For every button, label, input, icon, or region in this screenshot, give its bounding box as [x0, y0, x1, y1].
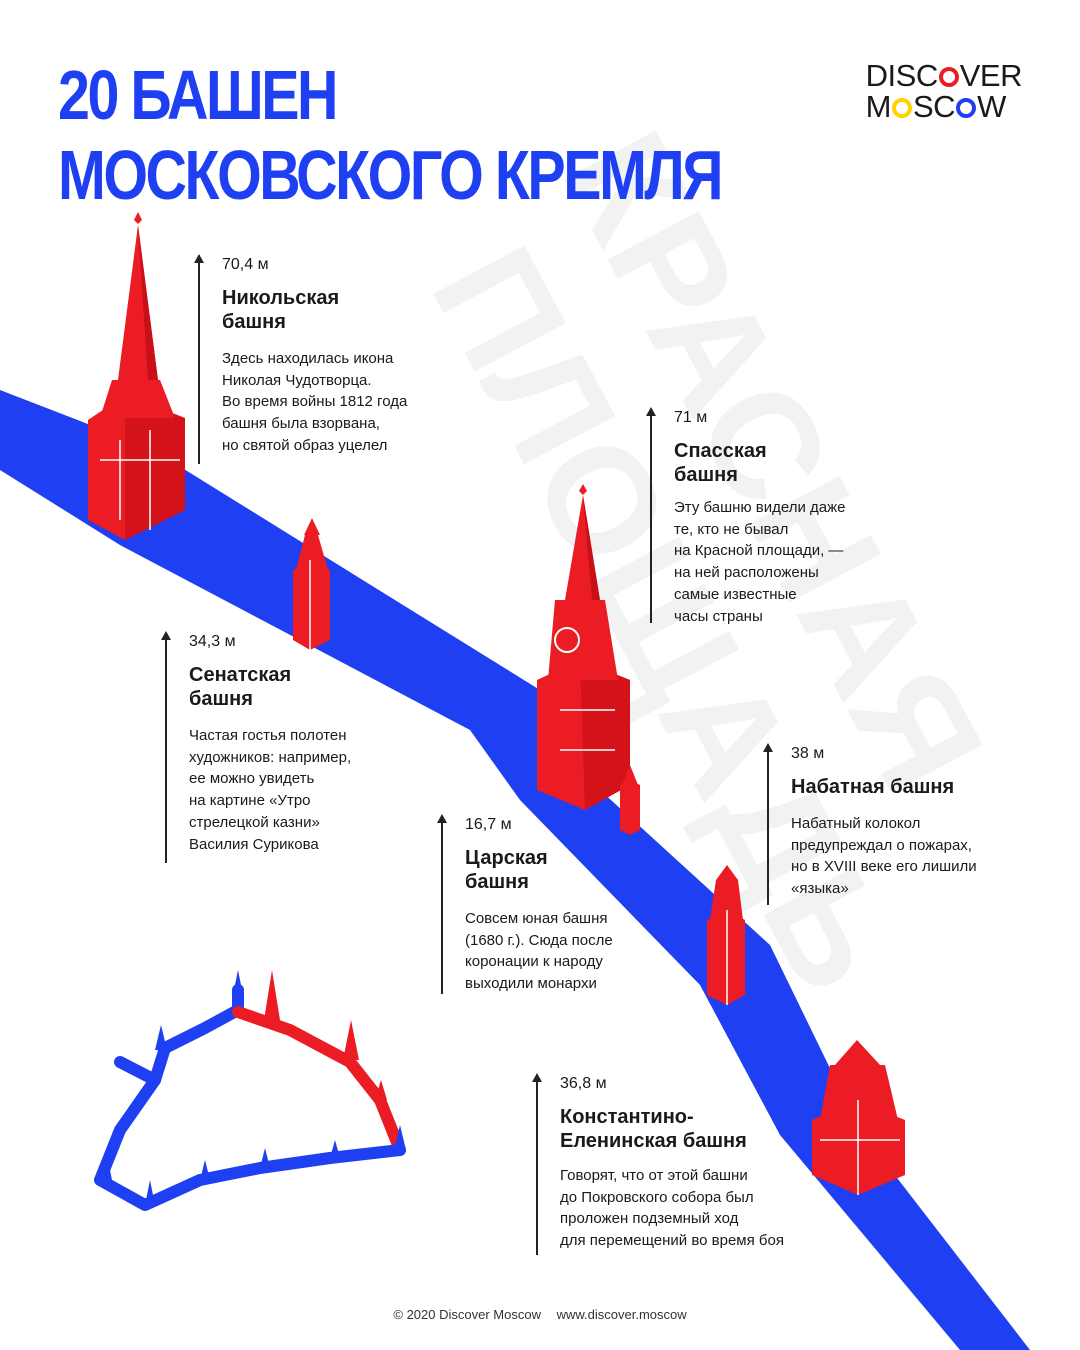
tower-description: Частая гостья полотен художников: наприм… [189, 727, 352, 853]
logo-text: SC [913, 89, 956, 124]
logo-blue-ring [956, 98, 977, 118]
logo-red-ring [938, 67, 959, 87]
tower-description: Здесь находилась икона Николая Чудотворц… [222, 350, 408, 454]
tower-name: Сенатская башня [189, 664, 292, 710]
height-arrow [763, 743, 773, 905]
height-arrow [194, 254, 204, 464]
tower-height: 16,7 м [465, 816, 512, 833]
height-arrow [437, 814, 447, 994]
tower-card-senatskaya: 34,3 м Сенатская башня Частая гостья пол… [161, 631, 405, 863]
footer: © 2020 Discover Moscow www.discover.mosc… [0, 1307, 1080, 1322]
tower-name: Спасская башня [674, 440, 767, 486]
height-arrow [161, 631, 171, 863]
tower-card-spasskaya: 71 м Спасская башня Эту башню видели даж… [646, 407, 910, 625]
tsarskaya-tower-illustration [620, 765, 640, 835]
tower-name: Никольская башня [222, 287, 340, 333]
page-title-line2: МОСКОВСКОГО КРЕМЛЯ [58, 136, 724, 214]
page-title-line1: 20 БАШЕН [58, 56, 339, 134]
copyright: © 2020 Discover Moscow [393, 1307, 541, 1322]
tower-height: 36,8 м [560, 1075, 607, 1092]
tower-description: Совсем юная башня (1680 г.). Сюда после … [465, 910, 613, 993]
height-arrow [646, 407, 656, 623]
height-arrow [532, 1073, 542, 1255]
tower-card-tsarskaya: 16,7 м Царская башня Совсем юная башня (… [437, 814, 661, 994]
tower-card-nabatnaya: 38 м Набатная башня Набатный колокол пре… [763, 743, 1027, 905]
logo-text: DISC [865, 58, 939, 93]
tower-name: Константино- Еленинская башня [560, 1106, 747, 1152]
tower-card-konstantino: 36,8 м Константино- Еленинская башня Гов… [532, 1073, 836, 1255]
spasskaya-tower-illustration [537, 484, 630, 810]
nabatnaya-tower-illustration [707, 865, 745, 1005]
discover-moscow-logo: DISC VER M SC W [865, 58, 1023, 124]
kremlin-map [94, 970, 406, 1211]
tower-height: 38 м [791, 745, 825, 762]
konstantino-tower-illustration [812, 1040, 905, 1195]
nikolskaya-tower-illustration [88, 212, 185, 540]
tower-height: 34,3 м [189, 633, 236, 650]
kremlin-wall [0, 390, 1030, 1350]
tower-name: Царская башня [465, 847, 548, 893]
senatskaya-tower-illustration [293, 518, 330, 650]
tower-height: 70,4 м [222, 256, 269, 273]
logo-text: VER [959, 58, 1023, 93]
website-link[interactable]: www.discover.moscow [556, 1307, 687, 1322]
tower-name: Набатная башня [791, 776, 955, 798]
tower-description: Говорят, что от этой башни до Покровског… [560, 1167, 784, 1250]
tower-description: Набатный колокол предупреждал о пожарах,… [791, 815, 977, 898]
tower-height: 71 м [674, 409, 708, 426]
logo-yellow-ring [892, 98, 912, 118]
tower-description: Эту башню видели даже те, кто не бывал н… [674, 499, 846, 625]
logo-text: M [865, 89, 892, 124]
tower-card-nikolskaya: 70,4 м Никольская башня Здесь находилась… [194, 254, 458, 464]
logo-text: W [977, 89, 1006, 124]
